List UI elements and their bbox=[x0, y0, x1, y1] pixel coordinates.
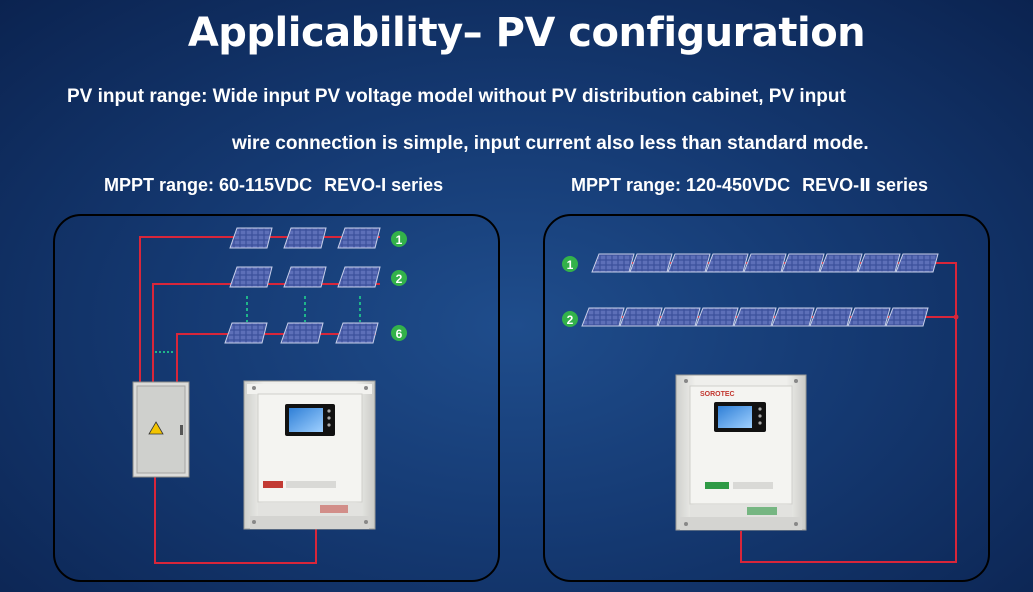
left-mppt-range: MPPT range: 60-115VDC bbox=[104, 175, 313, 195]
string-badge-label: 1 bbox=[567, 258, 574, 272]
string-badge bbox=[562, 311, 578, 327]
solar-panel bbox=[695, 307, 739, 327]
inverter-brand: SOROTEC bbox=[700, 391, 735, 398]
solar-panel bbox=[705, 253, 749, 273]
right-mppt-range: MPPT range: 120-450VDC bbox=[571, 175, 791, 195]
description-line-1: PV input range: Wide input PV voltage mo… bbox=[67, 86, 846, 107]
solar-panel bbox=[283, 227, 327, 249]
right-config-frame bbox=[543, 214, 990, 582]
solar-panel bbox=[743, 253, 787, 273]
solar-panel bbox=[657, 307, 701, 327]
solar-panel bbox=[335, 322, 379, 344]
string-badge-label: 2 bbox=[396, 272, 403, 286]
solar-panel bbox=[629, 253, 673, 273]
string-badge bbox=[391, 231, 407, 247]
solar-panel bbox=[733, 307, 777, 327]
string-badge-label: 6 bbox=[396, 327, 403, 341]
description-line-2: wire connection is simple, input current… bbox=[232, 133, 869, 154]
left-pv-array bbox=[224, 227, 381, 344]
solar-panel bbox=[781, 253, 825, 273]
right-series-label: REVO-Ⅱ series bbox=[802, 175, 928, 195]
right-inverter: SOROTEC bbox=[675, 374, 807, 531]
solar-panel bbox=[771, 307, 815, 327]
solar-panel bbox=[667, 253, 711, 273]
right-pv-array bbox=[581, 253, 939, 327]
string-badge-label: 1 bbox=[396, 233, 403, 247]
solar-panel bbox=[885, 307, 929, 327]
string-badge bbox=[391, 325, 407, 341]
solar-panel bbox=[857, 253, 901, 273]
solar-panel bbox=[229, 266, 273, 288]
solar-panel bbox=[224, 322, 268, 344]
right-string-badges: 1 2 bbox=[562, 256, 578, 327]
string-badge-label: 2 bbox=[567, 313, 574, 327]
left-config-frame bbox=[53, 214, 500, 582]
solar-panel bbox=[280, 322, 324, 344]
left-mppt-heading: MPPT range: 60-115VDC REVO-I series bbox=[104, 175, 443, 196]
solar-panel bbox=[337, 266, 381, 288]
left-series-label: REVO-I series bbox=[324, 175, 444, 195]
solar-panel bbox=[337, 227, 381, 249]
string-badge bbox=[391, 270, 407, 286]
solar-panel bbox=[895, 253, 939, 273]
left-string-badges: 1 2 6 bbox=[391, 231, 407, 341]
string-badge bbox=[562, 256, 578, 272]
solar-panel bbox=[581, 307, 625, 327]
pv-distribution-cabinet bbox=[132, 381, 190, 478]
solar-panel bbox=[591, 253, 635, 273]
solar-panel bbox=[847, 307, 891, 327]
warning-icon bbox=[148, 421, 164, 435]
right-mppt-heading: MPPT range: 120-450VDC REVO-Ⅱ series bbox=[571, 175, 928, 196]
solar-panel bbox=[283, 266, 327, 288]
solar-panel bbox=[229, 227, 273, 249]
left-inverter bbox=[243, 380, 376, 530]
solar-panel bbox=[809, 307, 853, 327]
solar-panel bbox=[619, 307, 663, 327]
solar-panel bbox=[819, 253, 863, 273]
page-title: Applicability– PV configuration bbox=[187, 10, 866, 56]
